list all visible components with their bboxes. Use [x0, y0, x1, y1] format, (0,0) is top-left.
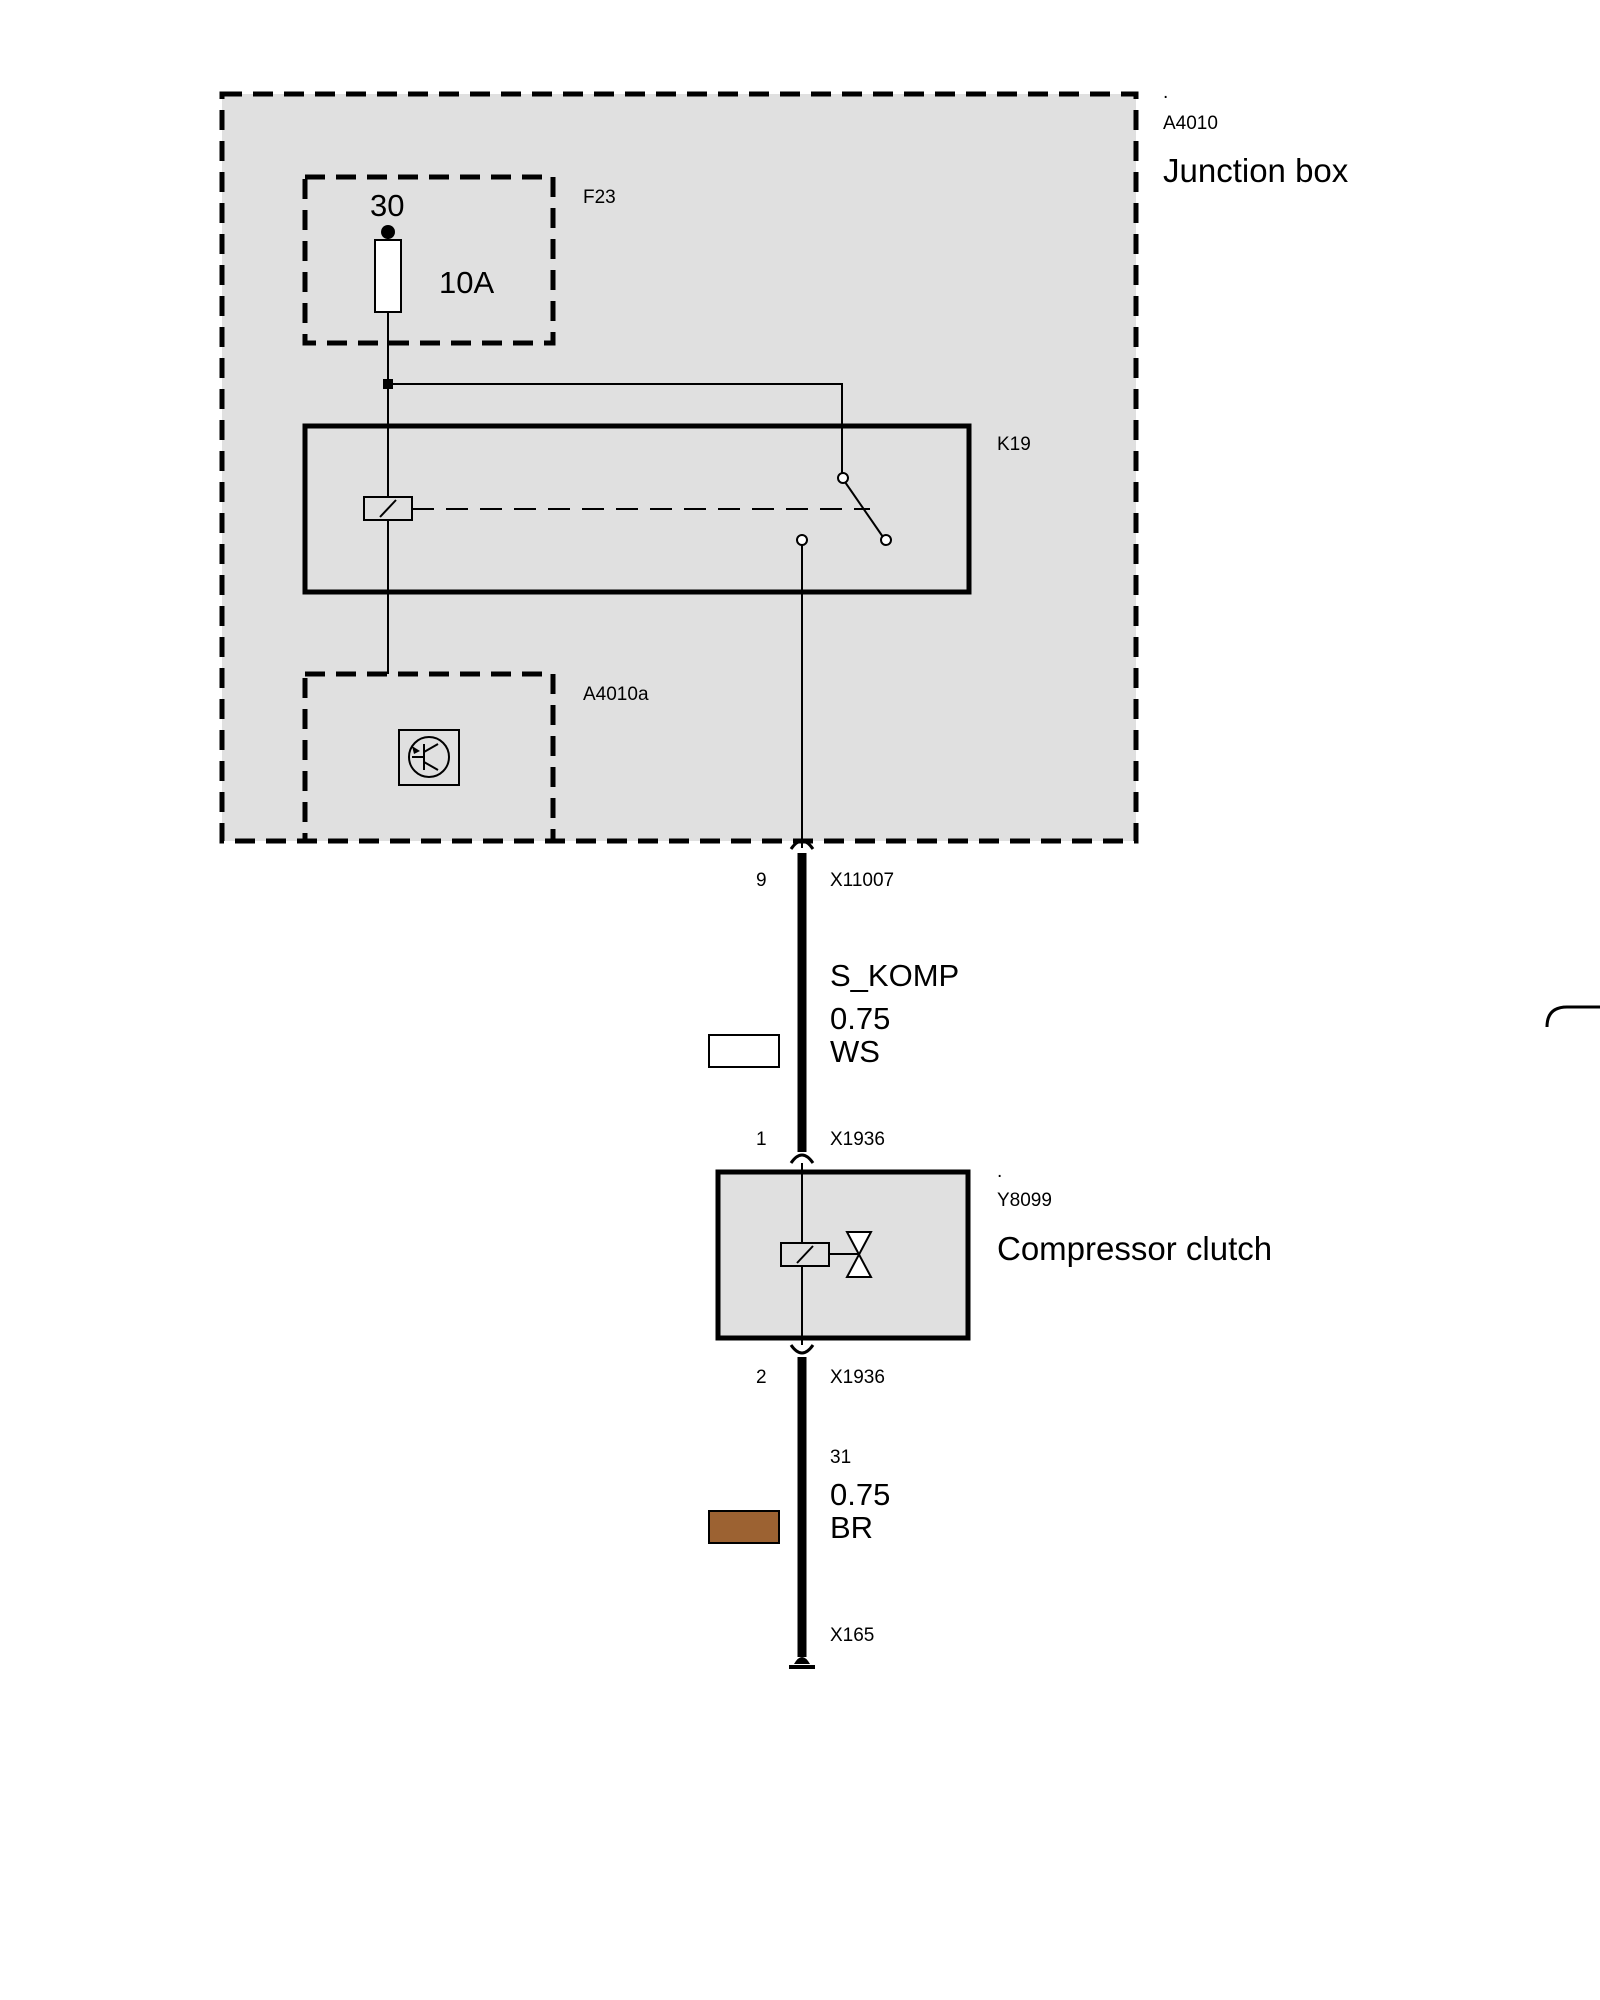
- offpage-connector-fragment: [1545, 1005, 1600, 1028]
- transistor-collector: [423, 743, 439, 753]
- wire-ground-color-swatch: [708, 1510, 780, 1544]
- wire-skomp-connector: X11007: [830, 870, 894, 891]
- clutch-connector-top: X1936: [830, 1129, 885, 1150]
- junction-box-dot: .: [1163, 82, 1168, 103]
- relay-switch-blade: [844, 481, 884, 538]
- relay-id: K19: [997, 434, 1031, 455]
- relay-contact-common: [837, 472, 849, 484]
- transistor-icon: [408, 736, 450, 778]
- relay-contact-nc: [880, 534, 892, 546]
- wire-ground-color-code: BR: [830, 1510, 873, 1545]
- clutch-connector-bottom: X1936: [830, 1367, 885, 1388]
- junction-box-outline[interactable]: [219, 91, 1139, 844]
- transistor-module-outline[interactable]: [302, 671, 556, 844]
- ground-connector-id: X165: [830, 1625, 874, 1646]
- fuse-icon: [374, 239, 402, 313]
- relay-coil-slash: [379, 499, 397, 518]
- connector-x1936-bottom-symbol: [789, 1344, 815, 1355]
- transistor-emitter: [423, 761, 439, 771]
- fuse-id: F23: [583, 187, 616, 208]
- wire-skomp-signal: S_KOMP: [830, 958, 959, 993]
- transistor-arrow: [412, 746, 420, 754]
- transistor-icon-frame: [398, 729, 460, 786]
- transistor-module-id: A4010a: [583, 684, 649, 705]
- wire-skomp-gauge: 0.75: [830, 1001, 890, 1036]
- ground-symbol: [794, 1657, 810, 1664]
- clutch-pin-bottom: 2: [756, 1367, 767, 1388]
- connector-x1936-top-symbol: [789, 1153, 815, 1164]
- fuse-box-outline[interactable]: [302, 174, 556, 346]
- clutch-name: Compressor clutch: [997, 1230, 1272, 1267]
- junction-box-name: Junction box: [1163, 152, 1349, 189]
- clutch-valve-icon: [845, 1231, 873, 1278]
- connector-x11007-symbol: [789, 839, 815, 850]
- junction-box-id: A4010: [1163, 113, 1218, 134]
- fuse-terminal: 30: [370, 188, 404, 223]
- wire-skomp-color-swatch: [708, 1034, 780, 1068]
- wire-ground-terminal: 31: [830, 1447, 851, 1468]
- wire-ground-gauge: 0.75: [830, 1477, 890, 1512]
- wire-skomp-pin: 9: [756, 870, 767, 891]
- switch-feed-wire: [388, 383, 843, 478]
- clutch-coil-slash: [796, 1245, 814, 1264]
- clutch-id: Y8099: [997, 1190, 1052, 1211]
- clutch-dot: .: [997, 1161, 1002, 1182]
- relay-contact-no: [796, 534, 808, 546]
- clutch-pin-top: 1: [756, 1129, 767, 1150]
- relay-box[interactable]: [302, 423, 972, 595]
- fuse-rating: 10A: [439, 265, 494, 300]
- wire-skomp-color-code: WS: [830, 1034, 880, 1069]
